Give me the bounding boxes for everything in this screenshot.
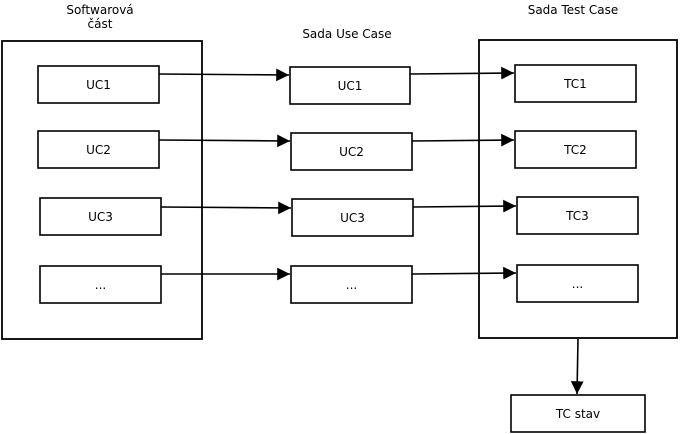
software-item-label: UC1 <box>86 78 111 92</box>
software-title-line2: část <box>88 17 113 31</box>
usecase-item: UC2 <box>290 132 413 171</box>
software-item: UC1 <box>37 65 160 104</box>
software-title-line1: Softwarová <box>66 3 133 17</box>
testcase-item-label: TC2 <box>563 143 587 157</box>
arrow-software-to-usecase <box>158 68 290 82</box>
usecase-set-title: Sada Use Case <box>302 27 391 41</box>
usecase-item-label: ... <box>346 278 357 292</box>
testcase-item: TC1 <box>514 64 637 103</box>
usecase-item-label: UC1 <box>338 79 363 93</box>
arrow-usecase-to-testcase <box>409 66 515 80</box>
arrow-testcase-to-result <box>570 338 584 395</box>
arrow-software-to-usecase <box>158 134 291 148</box>
software-item-label: UC2 <box>86 143 111 157</box>
usecase-item-label: UC3 <box>340 211 365 225</box>
usecase-item: UC3 <box>291 198 414 237</box>
testcase-item: TC3 <box>516 196 639 235</box>
testcase-set-title: Sada Test Case <box>528 3 619 17</box>
result-label: TC stav <box>555 407 600 421</box>
testcase-item-label: TC3 <box>565 209 589 223</box>
software-item: ... <box>39 265 162 304</box>
usecase-item: UC1 <box>289 66 411 105</box>
usecase-item: ... <box>290 265 413 304</box>
arrow-usecase-to-testcase <box>411 266 517 280</box>
testcase-item: TC2 <box>514 130 637 169</box>
usecase-item-label: UC2 <box>339 145 364 159</box>
arrow-usecase-to-testcase <box>412 199 517 213</box>
software-item-label: UC3 <box>88 210 113 224</box>
software-item-label: ... <box>95 278 106 292</box>
software-item: UC2 <box>37 130 160 169</box>
arrow-software-to-usecase <box>160 201 292 215</box>
testcase-item: ... <box>516 264 639 303</box>
testcase-item-label: TC1 <box>563 77 587 91</box>
software-item: UC3 <box>39 197 162 236</box>
result-box: TC stav <box>510 394 646 433</box>
arrow-usecase-to-testcase <box>411 133 515 147</box>
testcase-item-label: ... <box>572 277 583 291</box>
